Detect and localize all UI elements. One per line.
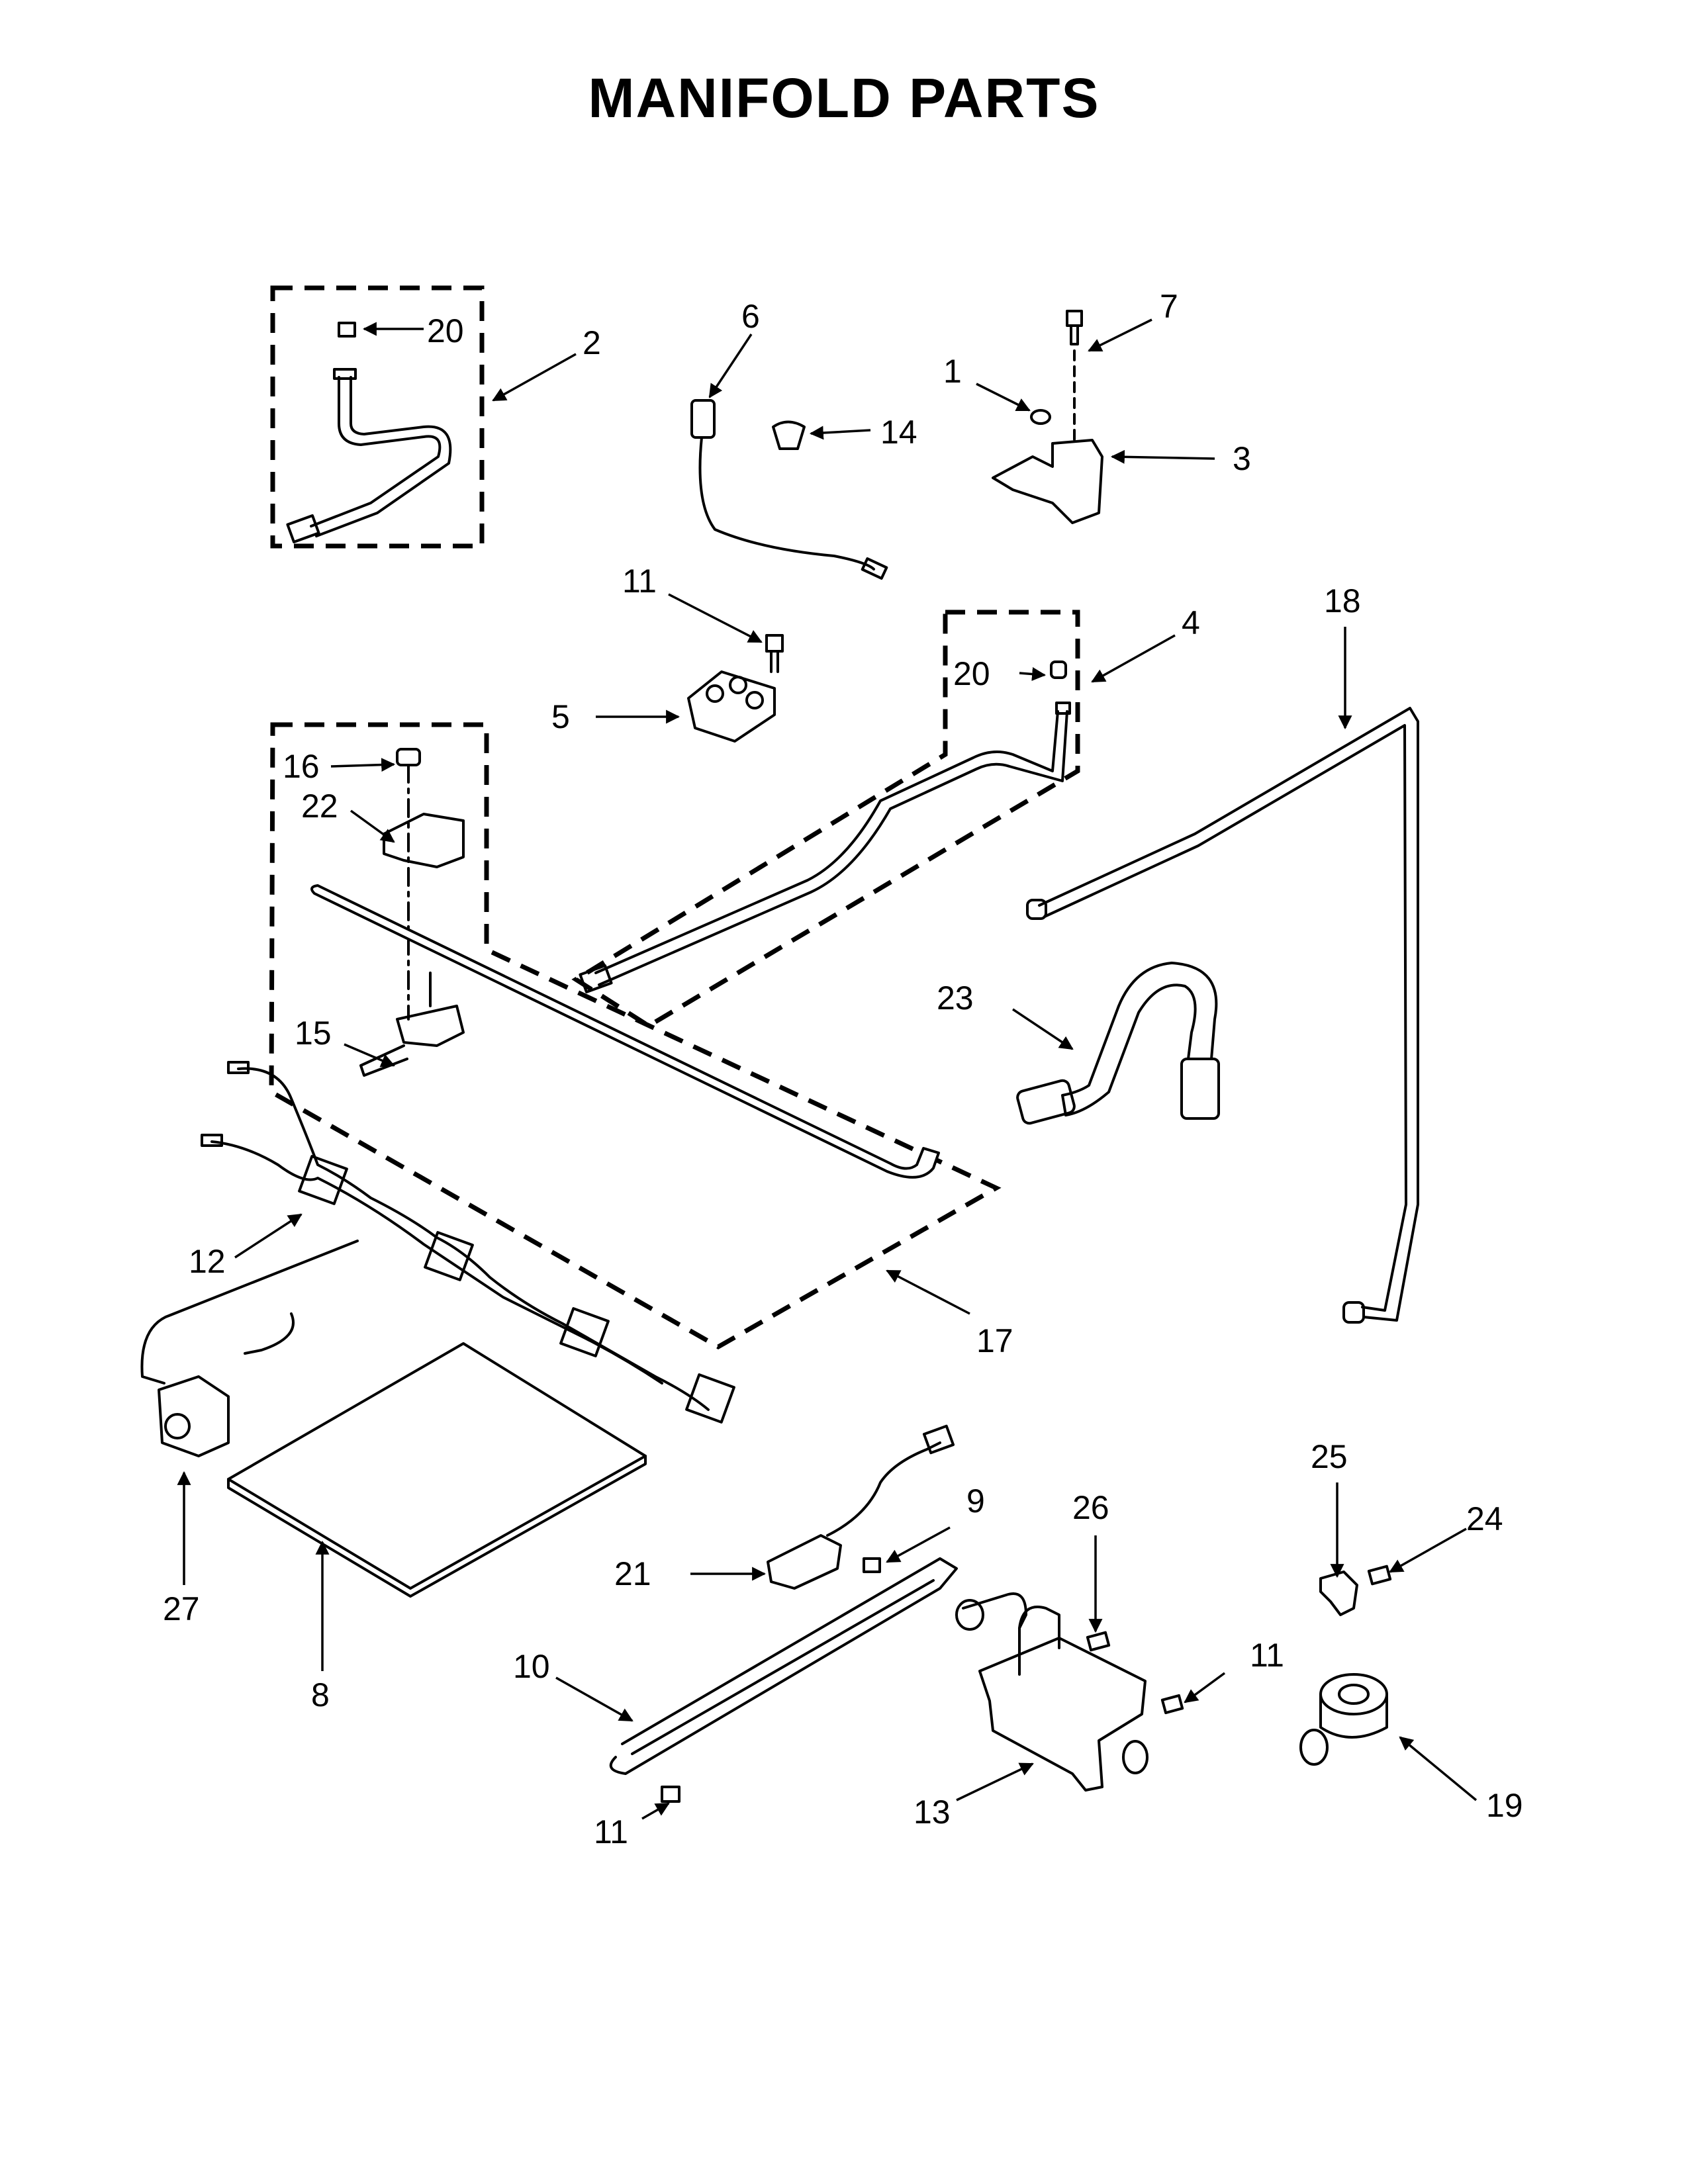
thermostat-part-27: [140, 1240, 359, 1457]
callout-12: 12: [189, 1243, 226, 1280]
bracket-assembly-parts-7-1-3: [992, 310, 1103, 524]
callout-20-mid: 20: [953, 655, 990, 692]
callout-3: 3: [1233, 440, 1251, 477]
tube-fitting-part-2: [286, 322, 452, 543]
callout-20-top: 20: [427, 312, 464, 349]
callout-4: 4: [1182, 604, 1200, 641]
callout-8: 8: [311, 1676, 330, 1713]
valve-body-part-13: [955, 1592, 1184, 1792]
callout-21: 21: [614, 1555, 651, 1592]
callout-15: 15: [295, 1015, 332, 1052]
panel-part-8: [227, 1342, 647, 1598]
callout-18: 18: [1324, 582, 1361, 619]
callout-16: 16: [283, 748, 320, 785]
callout-17: 17: [976, 1322, 1013, 1359]
callout-25: 25: [1311, 1438, 1348, 1475]
callout-11-lower: 11: [594, 1813, 628, 1850]
callout-2: 2: [583, 324, 601, 361]
leader-arrows: [177, 318, 1477, 1820]
callout-24: 24: [1466, 1500, 1503, 1537]
group-box-15: [269, 722, 1002, 1350]
long-tube-part-4: [579, 660, 1071, 993]
callout-labels: 20 2 6 7 1 14 3 11 4 20 18 5 16 22 23 15…: [163, 288, 1523, 1850]
terminal-block-part-5: [687, 634, 784, 743]
regulator-part-19: [1299, 1673, 1388, 1766]
burner-tube-part-10: [609, 1557, 958, 1803]
callout-10: 10: [513, 1648, 550, 1685]
callout-14: 14: [880, 414, 917, 451]
callout-22: 22: [301, 788, 338, 825]
page-title: MANIFOLD PARTS: [588, 67, 1100, 129]
wire-harness-part-12: [201, 1061, 735, 1424]
callout-7: 7: [1160, 288, 1178, 325]
callout-27: 27: [163, 1590, 200, 1627]
igniter-connector-part-21: [767, 1424, 955, 1590]
callout-5: 5: [551, 698, 570, 735]
callout-6: 6: [741, 298, 760, 335]
clip-parts-25-24: [1319, 1565, 1392, 1616]
callout-26: 26: [1072, 1489, 1109, 1526]
callout-11-right: 11: [1250, 1637, 1284, 1674]
sensor-wire-part-6: [690, 399, 888, 580]
callout-11-upper: 11: [622, 563, 657, 600]
bent-tube-part-18: [1026, 707, 1419, 1324]
callout-19: 19: [1486, 1787, 1523, 1824]
callout-23: 23: [937, 979, 974, 1017]
callout-13: 13: [914, 1794, 951, 1831]
group-box-4: [571, 610, 1080, 1029]
group-box-2: [270, 285, 485, 549]
grommet-part-14: [772, 420, 806, 450]
hose-part-23: [1016, 962, 1220, 1125]
callout-9: 9: [966, 1482, 985, 1520]
callout-1: 1: [943, 353, 962, 390]
valve-stack-parts-16-22-15: [359, 748, 465, 1077]
manifold-pipe: [310, 884, 940, 1179]
